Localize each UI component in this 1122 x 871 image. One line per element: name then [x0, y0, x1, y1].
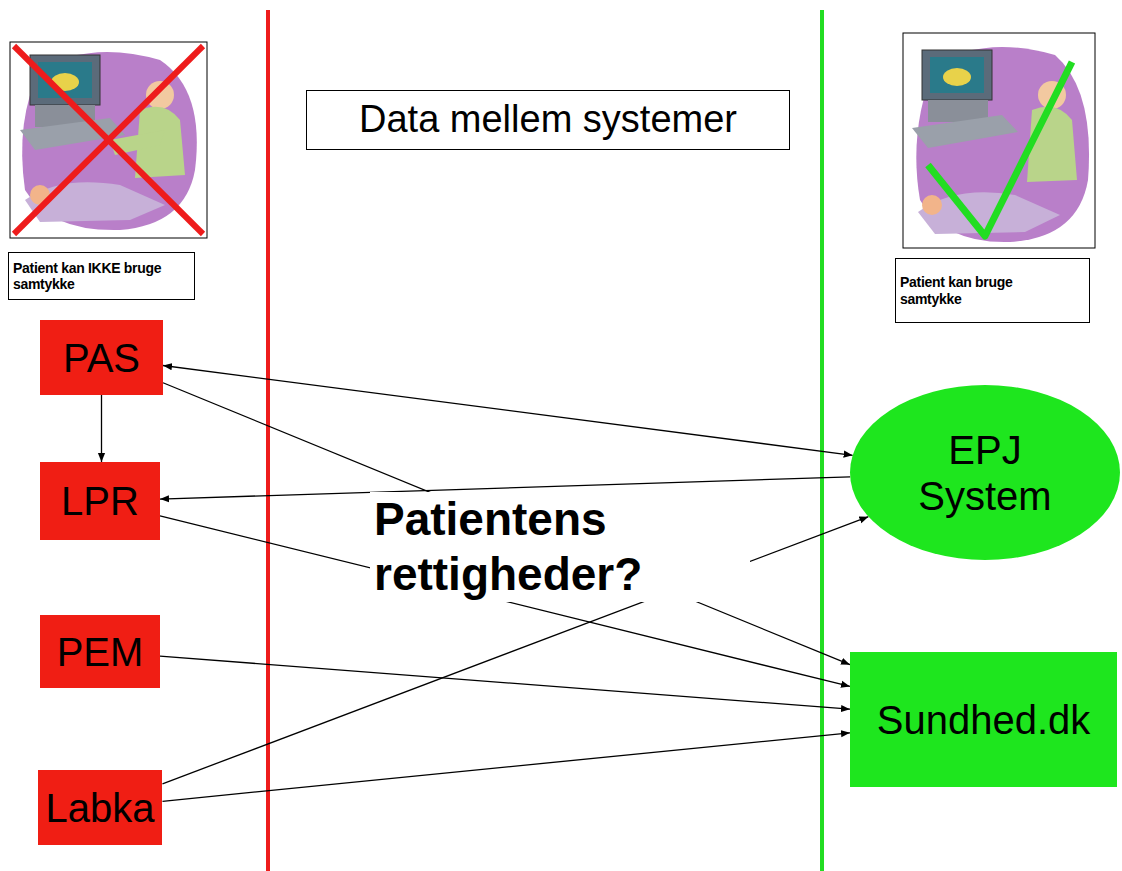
red-divider: [266, 10, 270, 871]
ultrasound-picture: [903, 33, 1095, 248]
system-box: Labka: [38, 770, 163, 845]
caption-box: Patient kan IKKE bruge samtykke: [8, 252, 195, 300]
data-flow-arrow: [163, 383, 850, 665]
node-text: Patient kan bruge samtykke: [900, 274, 1050, 306]
title-box: Data mellem systemer: [306, 90, 790, 150]
green-divider: [820, 10, 824, 871]
node-text: PEM: [57, 629, 144, 675]
ellipse-outline: [850, 385, 1120, 560]
data-flow-arrow: [160, 656, 850, 709]
node-text: EPJ System: [910, 427, 1060, 519]
data-flow-arrow: [163, 366, 853, 456]
system-box: Sundhed.dk: [850, 652, 1117, 787]
caption-box: Patient kan bruge samtykke: [895, 258, 1090, 323]
system-box: PEM: [40, 615, 160, 688]
node-text: Data mellem systemer: [359, 98, 737, 142]
system-ellipse: EPJ System: [850, 385, 1120, 560]
node-text: Sundhed.dk: [877, 697, 1091, 743]
data-flow-arrow: [162, 733, 850, 801]
system-box: PAS: [40, 320, 163, 395]
node-text: Labka: [46, 785, 155, 831]
node-text: LPR: [61, 478, 139, 524]
ellipse-fill: [850, 385, 1120, 560]
node-text: Patient kan IKKE bruge samtykke: [13, 260, 163, 292]
system-box: LPR: [40, 462, 160, 540]
data-flow-arrow: [101, 395, 102, 462]
question-label: Patientens rettigheder?: [370, 492, 750, 602]
ultrasound-picture: [10, 42, 207, 238]
node-text: PAS: [63, 335, 140, 381]
